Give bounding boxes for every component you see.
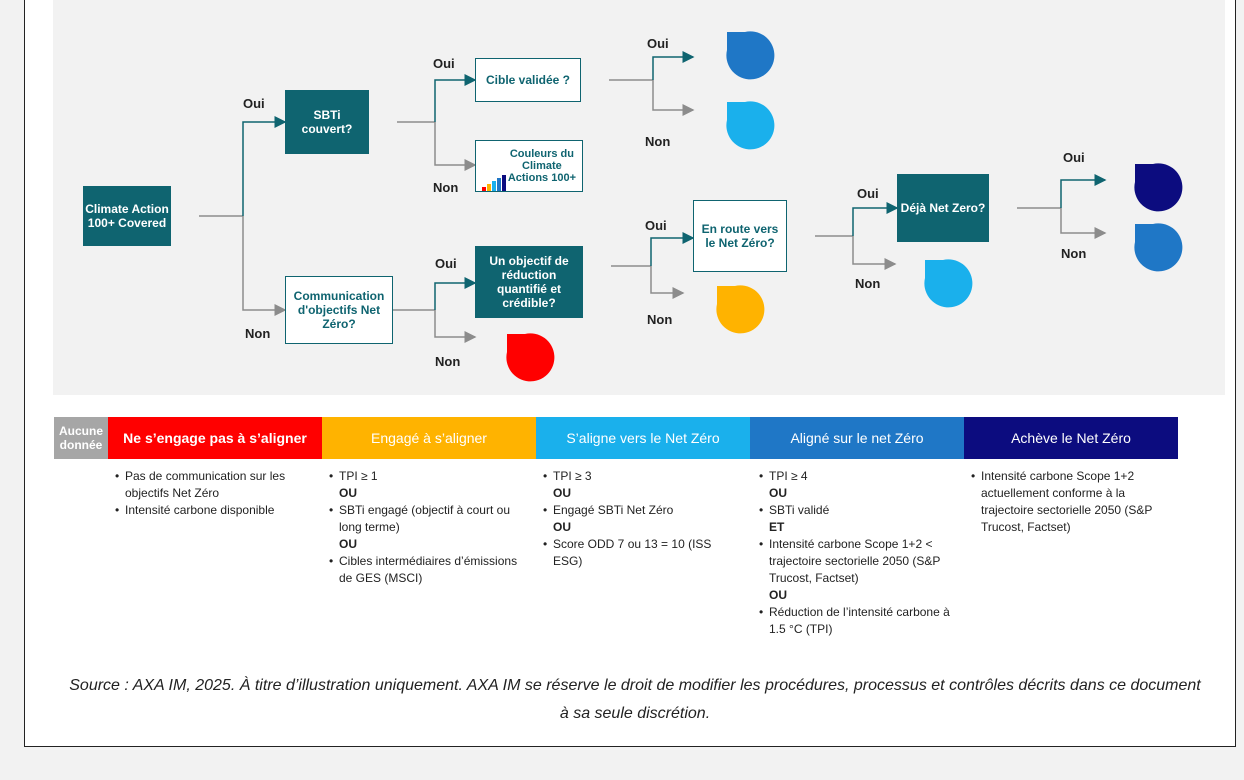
label-oui-objectif: Oui bbox=[435, 256, 457, 271]
criterion-connector: OU bbox=[339, 537, 357, 551]
criterion: Pas de communication sur les objectifs N… bbox=[115, 468, 305, 502]
legend-achieved: Achève le Net Zéro bbox=[964, 417, 1178, 459]
legend-aligning: S’aligne vers le Net Zéro bbox=[536, 417, 750, 459]
label-non-midblue: Non bbox=[1061, 246, 1087, 261]
label-non-red: Non bbox=[435, 354, 461, 369]
criteria-aligned: TPI ≥ 4 OU SBTi validé ET Intensité carb… bbox=[759, 468, 959, 638]
decision-tree-connectors bbox=[199, 31, 1183, 382]
legend-aligned: Aligné sur le net Zéro bbox=[750, 417, 964, 459]
label-non-communication: Non bbox=[245, 326, 271, 341]
criterion: Score ODD 7 ou 13 = 10 (ISS ESG) bbox=[543, 536, 741, 570]
criteria-committed: TPI ≥ 1 OU SBTi engagé (objectif à court… bbox=[329, 468, 525, 587]
label-oui-route: Oui bbox=[645, 218, 667, 233]
label-non-not-validated: Non bbox=[645, 134, 671, 149]
node-reduction-target: Un objectif de réduction quantifié et cr… bbox=[475, 246, 583, 318]
source-note: Source : AXA IM, 2025. À titre d’illustr… bbox=[69, 677, 1201, 722]
criterion: Cibles intermédiaires d’émissions de GES… bbox=[329, 553, 525, 587]
criterion-connector: OU bbox=[339, 486, 357, 500]
label-non-lightblue: Non bbox=[855, 276, 881, 291]
legend-not-committed: Ne s’engage pas à s’aligner bbox=[108, 417, 322, 459]
node-sbti-covered: SBTi couvert? bbox=[285, 90, 369, 154]
drop-achieves-net-zero-validated bbox=[726, 31, 775, 80]
criterion: TPI ≥ 1 bbox=[329, 468, 525, 485]
label-non-orange: Non bbox=[647, 312, 673, 327]
criterion-connector: OU bbox=[769, 588, 787, 602]
drop-achieved bbox=[1134, 163, 1183, 212]
criterion: Intensité carbone disponible bbox=[115, 502, 305, 519]
color-scale-icon bbox=[482, 159, 510, 194]
legend-committed: Engagé à s’aligner bbox=[322, 417, 536, 459]
label-oui-cible: Oui bbox=[433, 56, 455, 71]
label-oui-validated: Oui bbox=[647, 36, 669, 51]
criterion: SBTi engagé (objectif à court ou long te… bbox=[329, 502, 525, 536]
criterion: Intensité carbone Scope 1+2 actuellement… bbox=[971, 468, 1181, 536]
node-climate-action: Climate Action 100+ Covered bbox=[83, 186, 171, 246]
node-target-validated: Cible validée ? bbox=[475, 58, 581, 102]
criterion: TPI ≥ 3 bbox=[543, 468, 741, 485]
legend-no-data: Aucune donnée bbox=[54, 417, 108, 459]
criteria-not-committed: Pas de communication sur les objectifs N… bbox=[115, 468, 305, 519]
criterion: TPI ≥ 4 bbox=[759, 468, 959, 485]
criteria-aligning: TPI ≥ 3 OU Engagé SBTi Net Zéro OU Score… bbox=[543, 468, 741, 570]
criterion-connector: OU bbox=[553, 520, 571, 534]
criterion: Intensité carbone Scope 1+2 < trajectoir… bbox=[759, 536, 959, 587]
criterion-connector: OU bbox=[553, 486, 571, 500]
label-oui-deja: Oui bbox=[857, 186, 879, 201]
drop-not-committed bbox=[506, 333, 555, 382]
label-oui-sbti: Oui bbox=[243, 96, 265, 111]
criterion: Engagé SBTi Net Zéro bbox=[543, 502, 741, 519]
node-already-net-zero: Déjà Net Zero? bbox=[897, 174, 989, 242]
criteria-achieved: Intensité carbone Scope 1+2 actuellement… bbox=[971, 468, 1181, 536]
legend-bar: Aucune donnée Ne s’engage pas à s’aligne… bbox=[54, 417, 1178, 459]
criterion-connector: ET bbox=[769, 520, 785, 534]
drop-aligned bbox=[1134, 223, 1183, 272]
criterion-connector: OU bbox=[769, 486, 787, 500]
figure-frame: Climate Action 100+ Covered SBTi couvert… bbox=[24, 0, 1236, 747]
drop-aligning bbox=[924, 259, 973, 308]
decision-tree-background bbox=[53, 0, 1225, 395]
node-net-zero-communication: Communication d'objectifs Net Zéro? bbox=[285, 276, 393, 344]
criterion: Réduction de l’intensité carbone à 1.5 °… bbox=[759, 604, 959, 638]
drop-aligning-not-validated bbox=[726, 101, 775, 150]
criterion: SBTi validé bbox=[759, 502, 959, 519]
label-oui-navy: Oui bbox=[1063, 150, 1085, 165]
drop-committed bbox=[716, 285, 765, 334]
node-ca100-colors-label: Couleurs du Climate Actions 100+ bbox=[507, 148, 576, 184]
node-on-track-net-zero: En route vers le Net Zéro? bbox=[693, 200, 787, 272]
node-ca100-colors: Couleurs du Climate Actions 100+ bbox=[475, 140, 583, 192]
label-non-couleurs: Non bbox=[433, 180, 459, 195]
